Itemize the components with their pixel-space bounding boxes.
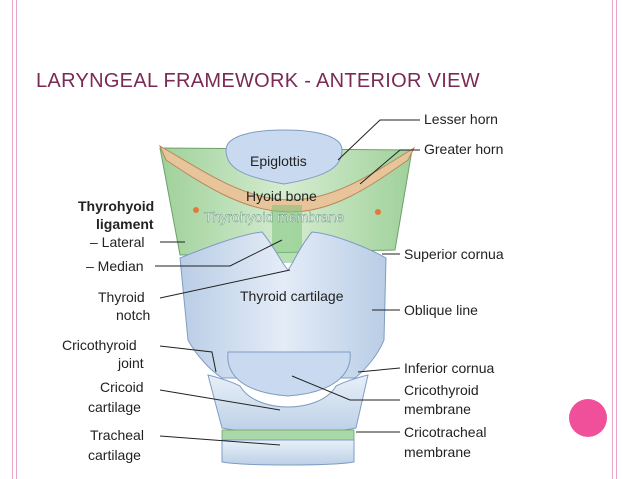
superior-cornua-label: Superior cornua [404, 246, 504, 262]
oblique-line-label: Oblique line [404, 302, 478, 318]
thyrohyoid-membrane-label: Thyrohyoid membrane [204, 209, 344, 225]
median-ligament-label: – Median [86, 258, 144, 274]
cricothyroid-joint-label-line2: joint [117, 355, 144, 371]
cricotracheal-membrane-label-line2: membrane [404, 444, 471, 460]
slide-border-left-inner [16, 0, 17, 479]
accent-dot [569, 399, 607, 437]
hyoid-bone-shape [158, 144, 416, 213]
cricoid-cartilage-label-line1: Cricoid [100, 379, 144, 395]
thyroid-cartilage-label: Thyroid cartilage [240, 288, 344, 304]
triticeal-dot-left [193, 207, 199, 213]
cricotracheal-membrane-shape [221, 429, 355, 441]
cricothyroid-joint-label-line1: Cricothyroid [62, 337, 137, 353]
slide-border-right [612, 0, 613, 479]
lateral-ligament-label: – Lateral [90, 234, 144, 250]
inferior-cornua-label: Inferior cornua [404, 360, 494, 376]
tracheal-cartilage-label-line1: Tracheal [90, 427, 144, 443]
triticeal-dot-right [375, 209, 381, 215]
tracheal-cartilage-label-line2: cartilage [88, 447, 141, 463]
slide-border-right-inner [616, 0, 617, 479]
thyroid-cartilage-shape [179, 231, 387, 379]
epiglottis-label: Epiglottis [250, 153, 307, 169]
cricotracheal-membrane-label-line1: Cricotracheal [404, 424, 486, 440]
cricothyroid-membrane-shape [227, 351, 351, 397]
thyroid-notch-label-line2: notch [116, 307, 150, 323]
hyoid-bone-label: Hyoid bone [246, 188, 317, 204]
cricoid-cartilage-label-line2: cartilage [88, 399, 141, 415]
thyrohyoid-ligament-label-line1: Thyrohyoid [78, 198, 154, 214]
slide-border-left [12, 0, 13, 479]
slide-title: LARYNGEAL FRAMEWORK - ANTERIOR VIEW [36, 70, 480, 92]
greater-horn-label: Greater horn [424, 141, 503, 157]
thyroid-notch-label-line1: Thyroid [98, 289, 145, 305]
cricothyroid-membrane-label-line1: Cricothyroid [404, 382, 479, 398]
lesser-horn-label: Lesser horn [424, 111, 498, 127]
cricothyroid-membrane-label-line2: membrane [404, 401, 471, 417]
tracheal-cartilage-shape [221, 439, 355, 466]
epiglottis-shape [225, 129, 343, 185]
thyrohyoid-ligament-label-line2: ligament [96, 216, 154, 232]
